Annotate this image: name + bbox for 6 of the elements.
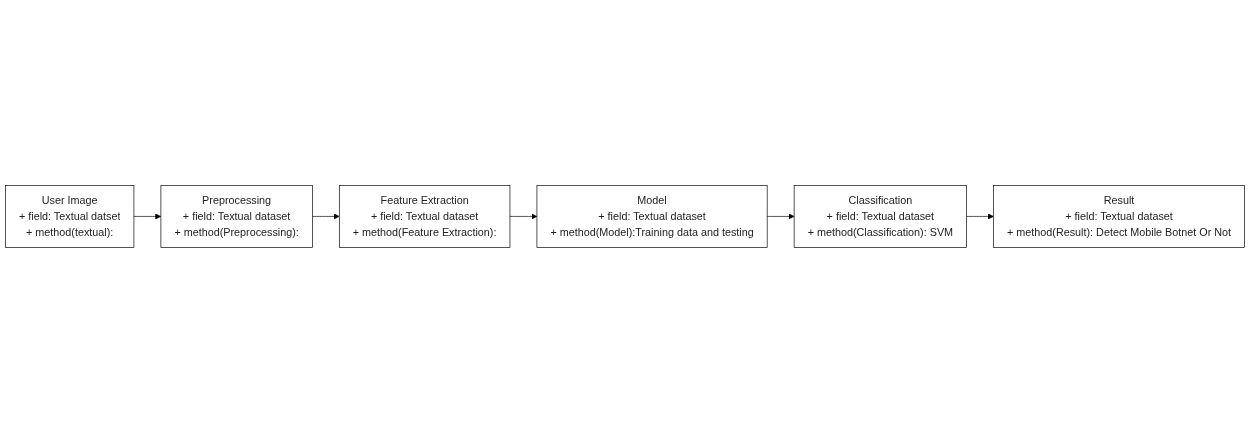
node-box: Preprocessing + field: Textual dataset + method(Preprocessing):	[160, 184, 313, 248]
node-box: Model + field: Textual dataset + method(Model):Training data and testing	[536, 184, 768, 248]
node-box: Classification + field: Textual dataset + method(Classification): SVM	[793, 184, 967, 248]
node-box: User Image + field: Textual datset + method(textual):	[5, 184, 135, 248]
node-box: Result + field: Textual dataset + method(Result): Detect Mobile Botnet Or Not	[993, 184, 1245, 248]
node-box: Feature Extraction + field: Textual dataset + method(Feature Extraction):	[339, 184, 511, 248]
